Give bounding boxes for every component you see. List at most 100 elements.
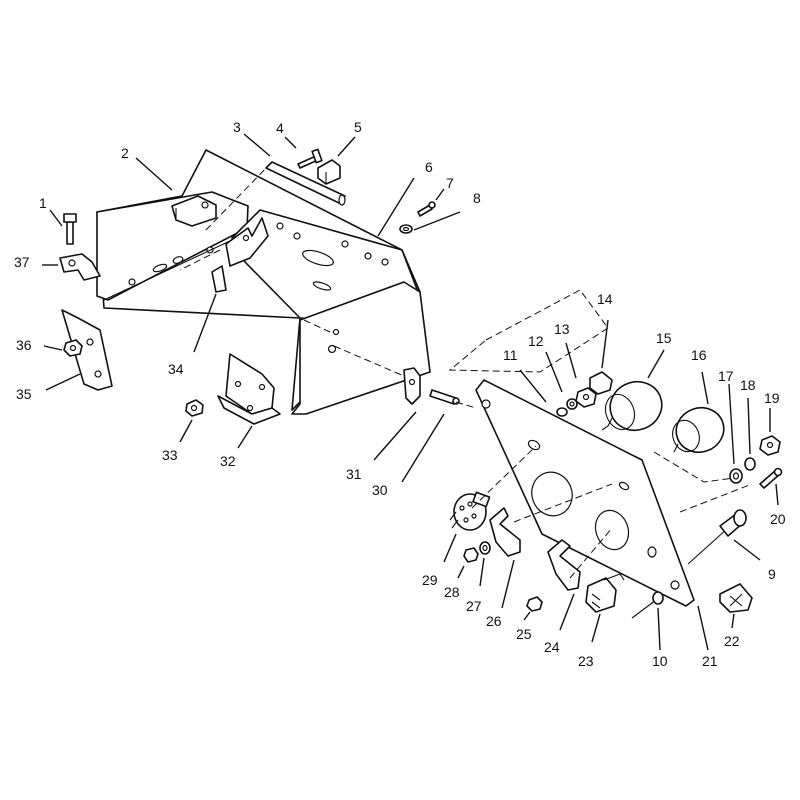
part-10-screw (631, 591, 664, 619)
callout-1: 1 (39, 195, 63, 227)
callout-33-number: 33 (162, 447, 178, 463)
part-8-washer (399, 224, 413, 234)
callout-25-number: 25 (516, 626, 532, 642)
callout-9-number: 9 (768, 566, 776, 582)
callout-5: 5 (337, 119, 362, 157)
part-36-nut (63, 339, 83, 357)
callout-13: 13 (554, 321, 577, 379)
callout-7: 7 (435, 175, 454, 201)
callout-17: 17 (718, 368, 735, 465)
callout-16-number: 16 (691, 347, 707, 363)
callout-26-number: 26 (486, 613, 502, 629)
main-bracket (96, 149, 431, 415)
callout-20: 20 (770, 483, 786, 527)
callout-8-number: 8 (473, 190, 481, 206)
callout-4: 4 (276, 120, 297, 149)
callout-15-number: 15 (656, 330, 672, 346)
callout-13-number: 13 (554, 321, 570, 337)
part-28-nut (463, 547, 479, 563)
part-27-washer (479, 541, 491, 555)
callout-12: 12 (528, 333, 563, 393)
callout-9: 9 (733, 539, 776, 582)
callout-29-number: 29 (422, 572, 438, 588)
callout-10: 10 (652, 607, 668, 669)
part-9-key-switch (687, 509, 747, 565)
callout-21-number: 21 (702, 653, 718, 669)
callout-18-number: 18 (740, 377, 756, 393)
callout-24: 24 (544, 593, 575, 655)
callout-35: 35 (16, 373, 81, 402)
callout-22-number: 22 (724, 633, 740, 649)
part-2-angle-bracket (171, 195, 217, 227)
callout-21: 21 (697, 605, 718, 669)
callout-23: 23 (578, 613, 601, 669)
part-29-connector (449, 491, 491, 531)
part-12-washer (566, 398, 578, 410)
part-5-block (317, 159, 341, 185)
part-20-bolt (759, 467, 783, 489)
callout-3: 3 (233, 119, 271, 157)
callout-6: 6 (377, 159, 433, 237)
callout-17-number: 17 (718, 368, 734, 384)
part-16-gauge (672, 406, 725, 454)
callout-14: 14 (597, 291, 613, 369)
part-25-nut (526, 596, 543, 612)
part-19-nut (759, 435, 781, 456)
part-11-washer (556, 407, 568, 417)
callout-31: 31 (346, 411, 417, 482)
part-4-bolt (297, 148, 323, 169)
callout-10-number: 10 (652, 653, 668, 669)
callout-11-number: 11 (503, 347, 518, 363)
part-37-clamp (59, 253, 101, 281)
callout-7-number: 7 (446, 175, 454, 191)
callout-32-number: 32 (220, 453, 236, 469)
part-24-bracket (547, 539, 581, 591)
part-15-gauge (601, 380, 663, 432)
assembly-lines (179, 161, 753, 579)
callout-14-number: 14 (597, 291, 613, 307)
part-26-bracket (489, 507, 521, 557)
callout-27: 27 (466, 557, 485, 614)
callout-28: 28 (444, 565, 465, 600)
part-33-nut (185, 399, 204, 417)
callout-37: 37 (14, 254, 58, 270)
callout-26: 26 (486, 559, 515, 629)
callout-4-number: 4 (276, 120, 284, 136)
callout-11: 11 (503, 347, 547, 403)
callout-35-number: 35 (16, 386, 32, 402)
part-30-pin (429, 389, 460, 405)
callout-8: 8 (413, 190, 481, 231)
callout-25: 25 (516, 611, 532, 642)
callout-20-number: 20 (770, 511, 786, 527)
callout-33: 33 (162, 419, 193, 463)
part-17-washer (729, 468, 743, 484)
callout-19-number: 19 (764, 390, 780, 406)
part-1-bolt (63, 213, 77, 245)
callout-31-number: 31 (346, 466, 362, 482)
callout-32: 32 (220, 425, 253, 469)
callout-28-number: 28 (444, 584, 460, 600)
callout-19: 19 (764, 390, 780, 432)
callout-37-number: 37 (14, 254, 30, 270)
callout-30-number: 30 (372, 482, 388, 498)
callout-34: 34 (168, 293, 217, 377)
callout-16: 16 (691, 347, 709, 405)
part-14-knob (589, 371, 613, 395)
callout-36-number: 36 (16, 337, 32, 353)
part-13-nut (575, 387, 597, 408)
part-23-switch (585, 573, 625, 613)
part-21-panel (475, 379, 695, 607)
callout-24-number: 24 (544, 639, 560, 655)
callout-2-number: 2 (121, 145, 129, 161)
part-32-bracket (217, 353, 281, 425)
part-18-washer (744, 457, 756, 471)
callout-27-number: 27 (466, 598, 482, 614)
part-35-plate (61, 309, 113, 391)
callout-34-number: 34 (168, 361, 184, 377)
callout-22: 22 (724, 613, 740, 649)
part-31-clip (403, 367, 421, 405)
callout-29: 29 (422, 533, 457, 588)
part-22-keyplate (719, 583, 753, 613)
callout-18: 18 (740, 377, 756, 455)
